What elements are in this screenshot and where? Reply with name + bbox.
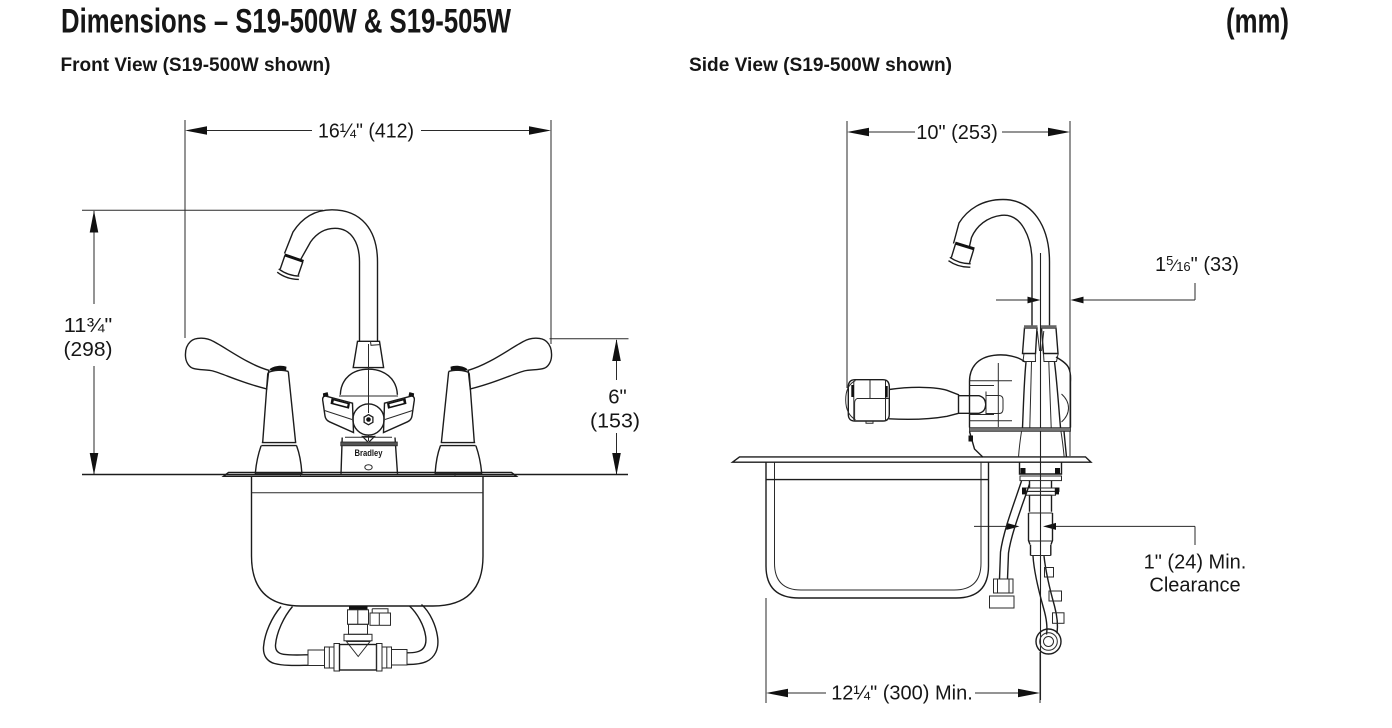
svg-text:Bradley: Bradley [355,448,383,458]
svg-text:16¼" (412): 16¼" (412) [318,121,414,143]
svg-text:6": 6" [608,387,627,409]
svg-text:Side View (S19-500W shown): Side View (S19-500W shown) [689,54,952,76]
svg-text:12¼" (300) Min.: 12¼" (300) Min. [831,683,973,705]
svg-text:Clearance: Clearance [1149,575,1240,597]
svg-text:11¾": 11¾" [64,315,113,337]
svg-text:(298): (298) [64,339,113,361]
svg-text:(153): (153) [590,411,640,433]
svg-text:Dimensions – S19-500W & S19-50: Dimensions – S19-500W & S19-505W [61,3,512,41]
svg-text:1" (24) Min.: 1" (24) Min. [1144,552,1247,574]
svg-text:Front View (S19-500W shown): Front View (S19-500W shown) [61,54,331,76]
svg-text:15⁄16" (33): 15⁄16" (33) [1155,253,1239,276]
svg-text:(mm): (mm) [1226,3,1289,41]
svg-text:10" (253): 10" (253) [916,122,998,144]
